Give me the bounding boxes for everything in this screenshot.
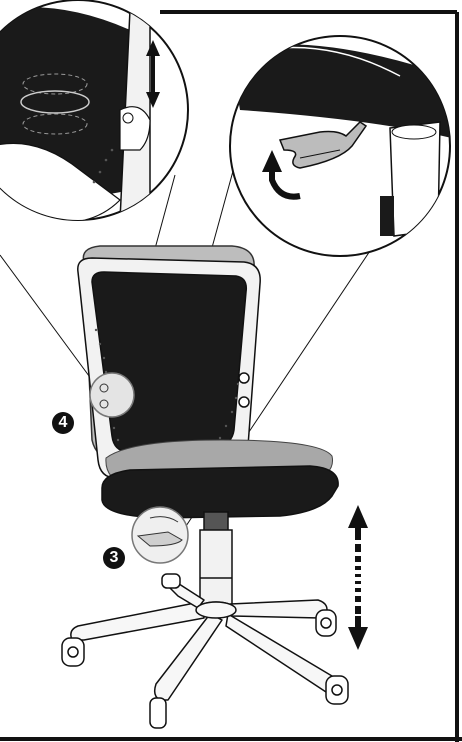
backrest-height-detail [0, 0, 189, 221]
knob-icon [238, 372, 250, 408]
step-3-badge: 3 [103, 547, 125, 569]
page-border [0, 10, 462, 742]
double-arrow-icon [348, 505, 368, 650]
up-down-arrow-icon [146, 40, 160, 108]
curved-arrow-icon [262, 150, 301, 200]
backrest-cushion [91, 271, 248, 453]
casters [61, 573, 349, 729]
lever-icon [278, 121, 368, 169]
backrest-lock-zoom [89, 372, 135, 418]
seat-lever-detail [229, 35, 451, 257]
star-base [70, 580, 338, 701]
gas-lift-column [198, 511, 234, 615]
seat-cushion [101, 465, 339, 519]
step-4-badge: 4 [52, 412, 74, 434]
lever-zoom [131, 506, 189, 564]
